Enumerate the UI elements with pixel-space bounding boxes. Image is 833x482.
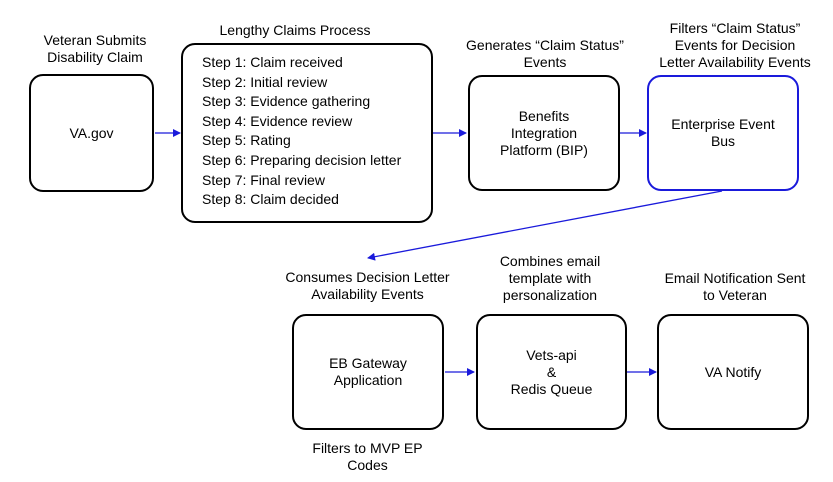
step-6: Step 6: Preparing decision letter — [202, 151, 402, 168]
step-1: Step 1: Claim received — [202, 54, 343, 70]
heading-email-sent: Email Notification Sent to Veteran — [664, 270, 806, 303]
heading-lengthy-claims: Lengthy Claims Process — [219, 22, 371, 38]
arrow-eeb-to-gateway — [367, 190, 723, 261]
node-va-notify: VA Notify — [657, 314, 809, 430]
node-vets-api: Vets-api & Redis Queue — [476, 314, 627, 430]
heading-filters-claim-status: Filters “Claim Status” Events for Decisi… — [659, 20, 811, 70]
step-2: Step 2: Initial review — [202, 73, 328, 90]
node-eb-gateway: EB Gateway Application — [292, 314, 444, 430]
node-bip: Benefits Integration Platform (BIP) — [468, 75, 620, 191]
step-5: Step 5: Rating — [202, 132, 291, 149]
heading-combines-email: Combines email template with personaliza… — [499, 253, 601, 303]
heading-filters-mvp: Filters to MVP EP Codes — [312, 440, 423, 473]
step-4: Step 4: Evidence review — [202, 112, 353, 129]
node-enterprise-event-bus: Enterprise Event Bus — [647, 75, 799, 191]
heading-veteran-submits: Veteran Submits Disability Claim — [43, 32, 147, 65]
node-vagov: VA.gov — [29, 74, 154, 192]
steps-list: Step 1: Claim received Step 2: Initial r… — [202, 53, 401, 210]
step-3: Step 3: Evidence gathering — [202, 93, 371, 110]
step-7: Step 7: Final review — [202, 171, 325, 188]
heading-consumes-events: Consumes Decision Letter Availability Ev… — [285, 269, 450, 302]
node-lengthy-claims-process: Step 1: Claim received Step 2: Initial r… — [181, 43, 433, 223]
heading-generates-events: Generates “Claim Status” Events — [466, 37, 624, 70]
step-8: Step 8: Claim decided — [202, 191, 339, 208]
